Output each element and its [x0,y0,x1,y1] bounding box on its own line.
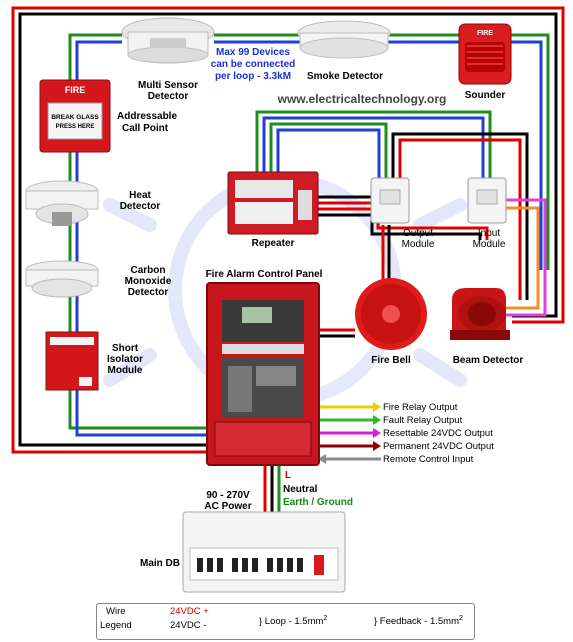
call-point-icon [39,79,111,153]
sounder-fire-text: FIRE [477,30,493,37]
isolator-label-3: Module [107,365,143,376]
output-arrows [318,402,381,464]
sounder-label: Sounder [464,90,506,101]
main-db-icon [182,511,346,593]
loop-note-1: Max 99 Devices [216,47,290,58]
loop-note-2: can be connected [210,59,296,70]
repeater-icon [227,171,319,235]
loop-note-3: per loop - 3.3kM [214,71,292,82]
call-point-press-here-text: PRESS HERE [55,124,95,130]
main-db-label: Main DB [140,558,180,569]
call-point-fire-text: FIRE [64,85,86,95]
legend-title-2: Legend [100,620,132,631]
multi-sensor-label-2: Detector [147,91,189,102]
legend-feedback-superscript: 2 [459,615,463,622]
output-fault-relay: Fault Relay Output [383,415,463,426]
wire-24vdc-negative-black [18,12,558,447]
smoke-detector-icon [297,20,391,59]
short-isolator-icon [45,331,99,391]
sounder-icon [458,23,512,85]
wire-legend [96,603,475,640]
loop-wires [11,6,565,515]
power-neutral-label: Neutral [283,484,318,495]
wire-24vdc-positive-red [11,6,565,454]
isolator-label-2: Isolator [106,354,144,365]
legend-loop-superscript: 2 [323,615,328,622]
panel-label: Fire Alarm Control Panel [205,269,323,280]
call-point-label-2: Call Point [122,123,169,134]
fire-bell-label: Fire Bell [371,355,411,366]
legend-24vdc-positive: 24VDC + [170,606,209,617]
output-resettable-24vdc: Resettable 24VDC Output [383,428,493,439]
repeater-label: Repeater [251,238,295,249]
co-detector-label-2: Monoxide [124,276,172,287]
ac-power-label-2: AC Power [204,501,252,512]
multi-sensor-label-1: Multi Sensor [137,80,198,91]
beam-detector-label: Beam Detector [452,355,524,366]
output-module-icon [370,177,410,224]
fire-bell-icon [355,278,427,350]
call-point-break-glass-text: BREAK GLASS [51,114,99,121]
smoke-detector-label: Smoke Detector [306,71,384,82]
wire-loop-green [68,33,207,430]
beam-detector-icon [450,288,510,340]
legend-24vdc-negative: 24VDC - [170,620,207,631]
co-detector-label-1: Carbon [130,265,166,276]
output-module-label-1: Output [402,228,434,239]
fire-alarm-control-panel-icon [206,282,320,466]
output-fire-relay: Fire Relay Output [383,402,458,413]
legend-loop: } Loop - 1.5mm2 [259,615,328,628]
ac-power-label-1: 90 - 270V [206,490,250,501]
output-module-label-2: Module [401,239,435,250]
power-line-label: L [285,470,292,481]
isolator-label-1: Short [111,343,139,354]
power-earth-label: Earth / Ground [283,497,353,508]
co-detector-label-3: Detector [127,287,169,298]
output-permanent-24vdc: Permanent 24VDC Output [383,441,494,452]
input-module-label-1: Input [477,228,501,239]
call-point-label-1: Addressable [117,111,178,122]
input-module-label-2: Module [472,239,506,250]
co-detector-icon [25,260,99,298]
heat-detector-label-1: Heat [129,190,151,201]
wire-loop-blue [75,40,207,437]
multi-sensor-detector-icon [121,17,215,64]
heat-detector-label-2: Detector [119,201,161,212]
legend-title-1: Wire [106,606,126,617]
legend-feedback: } Feedback - 1.5mm2 [374,615,463,628]
website-url: www.electricaltechnology.org [277,92,447,106]
heat-detector-icon [25,180,99,226]
input-module-icon [467,177,507,224]
input-remote-control: Remote Control Input [383,454,474,465]
